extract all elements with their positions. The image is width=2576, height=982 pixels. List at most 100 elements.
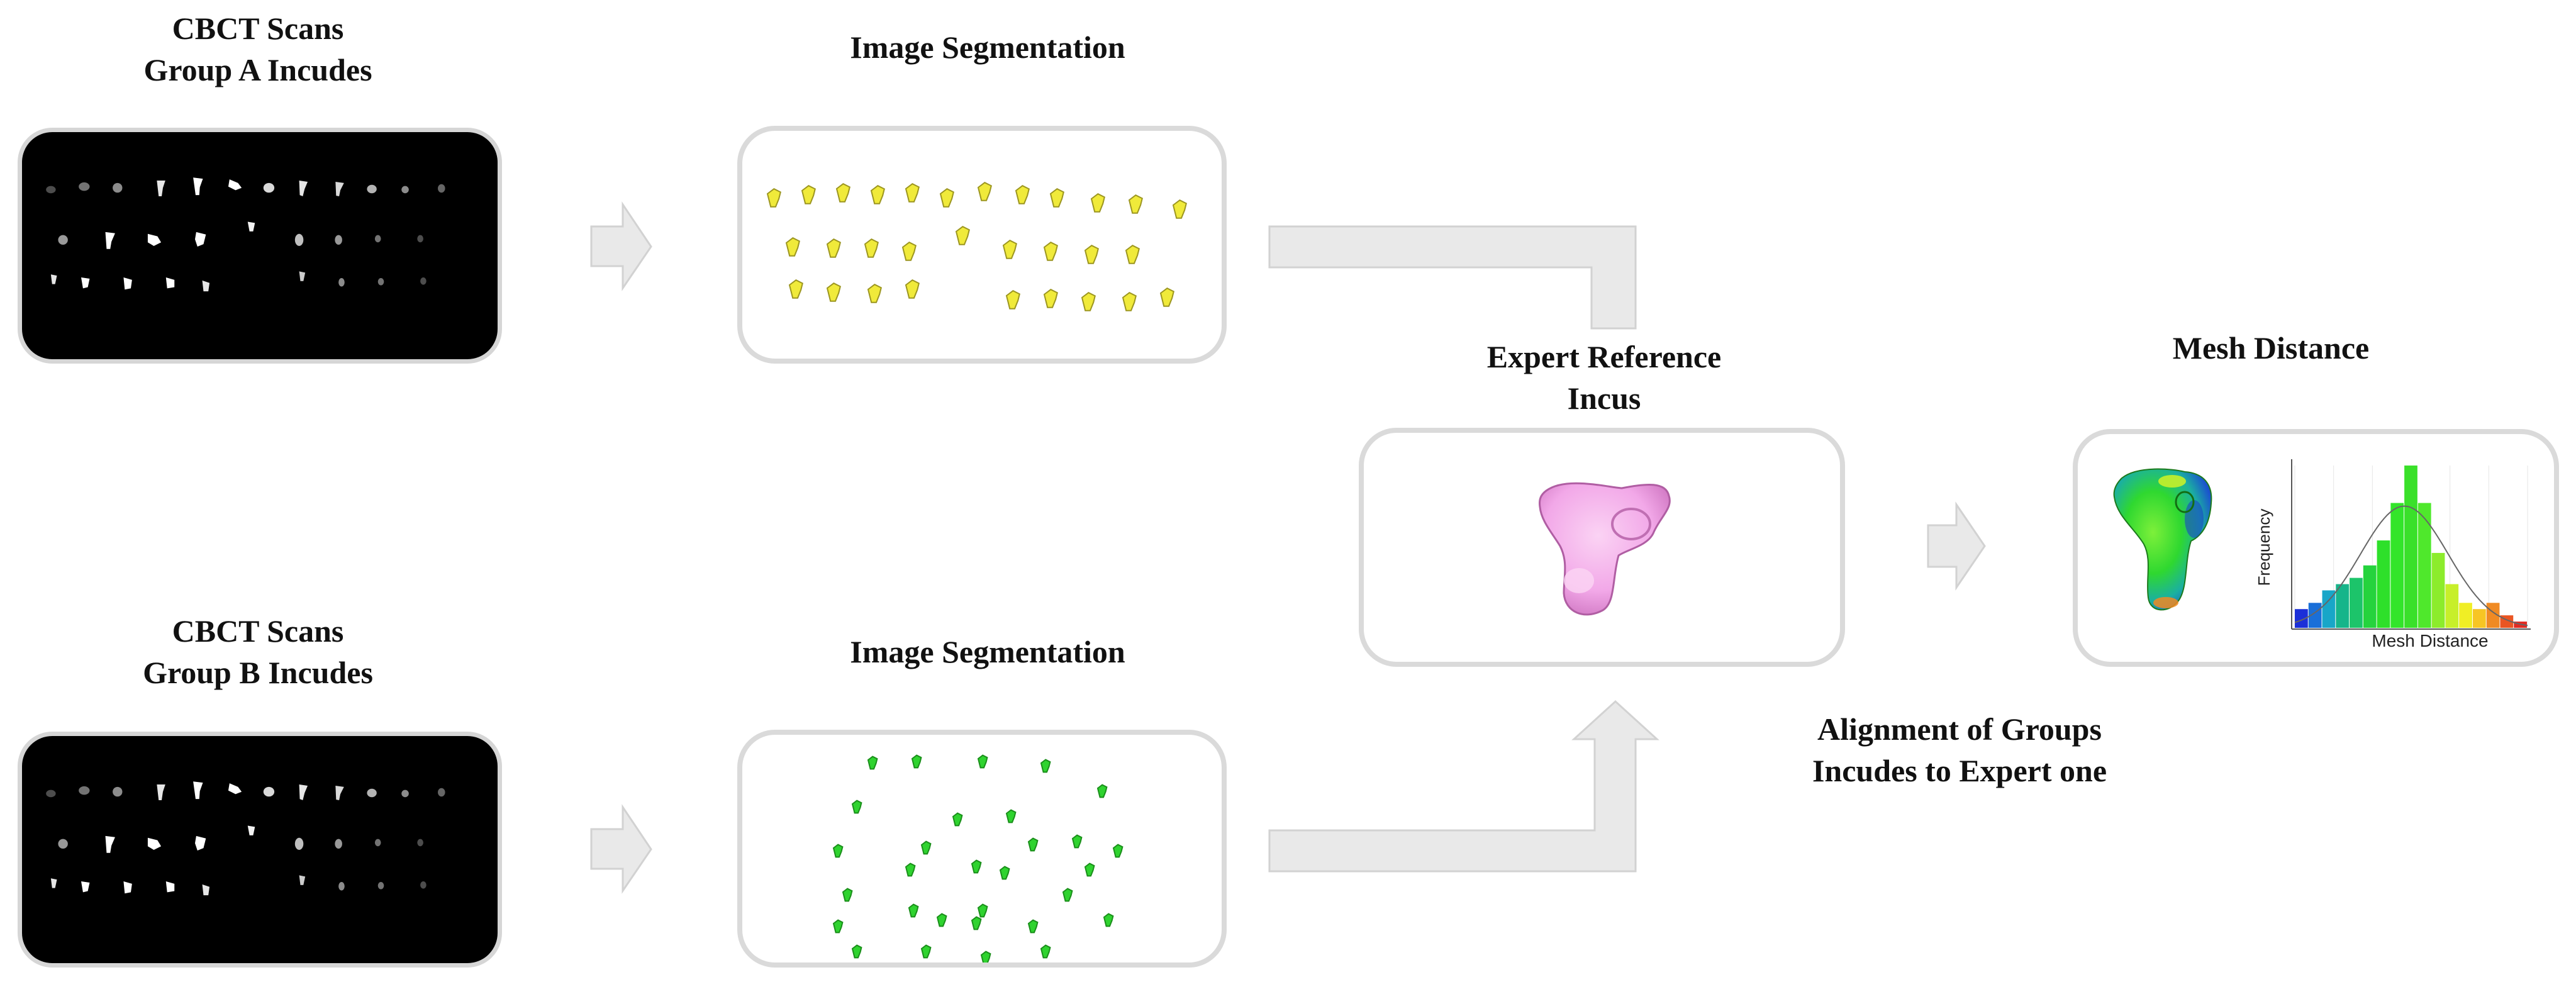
segmented-incus bbox=[1172, 199, 1187, 219]
segmented-incus bbox=[977, 754, 988, 769]
histogram-bar bbox=[2459, 603, 2472, 628]
alignment-caption-line1: Alignment of Groups bbox=[1817, 711, 2102, 747]
histogram-bar bbox=[2322, 590, 2336, 628]
segmented-incus bbox=[864, 238, 879, 258]
histogram-bar bbox=[2377, 540, 2390, 628]
segmented-incus bbox=[905, 279, 920, 299]
arrow-scan-a-to-seg-a bbox=[590, 201, 652, 291]
histogram-bar bbox=[2431, 552, 2445, 628]
group-a-segmented-incudes bbox=[766, 182, 1187, 311]
segmented-incus bbox=[1128, 194, 1143, 214]
reference-title-line2: Incus bbox=[1567, 381, 1641, 416]
group-b-segmentation-panel bbox=[737, 730, 1227, 968]
segmented-incus bbox=[999, 866, 1010, 880]
segmented-incus bbox=[835, 183, 850, 203]
histogram-bar bbox=[2336, 584, 2350, 628]
group-a-segmentation-title: Image Segmentation bbox=[850, 30, 1125, 65]
segmented-incus bbox=[901, 242, 917, 261]
mesh-distance-histogram: Frequency Mesh Distance bbox=[2255, 459, 2531, 650]
segmented-incus bbox=[1005, 809, 1017, 823]
mesh-title: Mesh Distance bbox=[2172, 330, 2370, 365]
segmented-incus bbox=[977, 182, 992, 201]
group-b-segmentation-title: Image Segmentation bbox=[850, 634, 1125, 669]
histogram-ylabel: Frequency bbox=[2255, 509, 2273, 586]
alignment-caption: Alignment of Groups Incudes to Expert on… bbox=[1755, 708, 2164, 791]
histogram-bar bbox=[2472, 609, 2486, 628]
group-a-title-line1: CBCT Scans bbox=[172, 11, 344, 46]
segmented-incus bbox=[842, 888, 853, 902]
segmented-incus bbox=[1159, 287, 1174, 307]
segmented-incus bbox=[971, 916, 982, 930]
segmented-incus bbox=[870, 185, 885, 204]
segmented-incus bbox=[832, 919, 844, 934]
segmented-incus bbox=[785, 237, 800, 257]
histogram-bar bbox=[2363, 565, 2377, 628]
segmented-incus bbox=[1096, 784, 1108, 798]
reference-panel bbox=[1359, 428, 1845, 667]
segmented-incus bbox=[1049, 188, 1064, 208]
segmented-incus bbox=[801, 185, 816, 204]
segmented-incus bbox=[971, 859, 982, 874]
segmented-incus bbox=[1040, 944, 1051, 959]
segmented-incus bbox=[1112, 844, 1124, 858]
segmented-incus bbox=[908, 903, 919, 918]
segmented-incus bbox=[920, 840, 932, 855]
segmented-incus bbox=[788, 279, 803, 299]
segmented-incus bbox=[1002, 240, 1017, 259]
segmented-incus bbox=[936, 913, 947, 927]
histogram-bar bbox=[2445, 584, 2459, 628]
segmented-incus bbox=[1071, 834, 1083, 849]
reference-title-line1: Expert Reference bbox=[1486, 339, 1722, 374]
group-b-title-line2: Group B Incudes bbox=[143, 655, 373, 690]
group-a-segmentation-panel bbox=[737, 126, 1227, 364]
mesh-panel: Frequency Mesh Distance bbox=[2073, 429, 2559, 667]
alignment-caption-line2: Incudes to Expert one bbox=[1812, 753, 2107, 788]
segmented-incus bbox=[939, 188, 954, 208]
segmented-incus bbox=[1062, 888, 1073, 902]
segmented-incus bbox=[826, 282, 841, 302]
segmented-incus bbox=[1090, 193, 1105, 213]
arrow-align-to-mesh bbox=[1927, 501, 1986, 591]
arrow-seg-b-to-reference bbox=[1268, 700, 1659, 873]
histogram-bar bbox=[2350, 577, 2363, 628]
arrow-seg-a-to-reference bbox=[1268, 225, 1637, 330]
segmented-incus bbox=[1103, 913, 1114, 927]
segmented-incus bbox=[851, 800, 862, 814]
histogram-bar bbox=[2390, 503, 2404, 628]
arrow-scan-b-to-seg-b bbox=[590, 804, 652, 894]
segmented-incus bbox=[1081, 292, 1096, 311]
segmented-incus bbox=[977, 903, 988, 918]
histogram-xlabel: Mesh Distance bbox=[2372, 631, 2488, 650]
mesh-distance-figure: Frequency Mesh Distance bbox=[2113, 459, 2531, 650]
segmented-incus bbox=[1027, 919, 1039, 934]
reference-incus-model bbox=[1539, 482, 1671, 616]
reference-incus-shape bbox=[1539, 482, 1671, 616]
segmented-incus bbox=[1040, 759, 1051, 773]
segmented-incus bbox=[920, 944, 932, 959]
histogram-bar bbox=[2308, 603, 2322, 628]
group-a-title-line2: Group A Incudes bbox=[143, 52, 372, 87]
group-b-segmented-incudes bbox=[832, 754, 1124, 962]
group-a-cbct-scan-image bbox=[18, 128, 502, 364]
segmented-incus bbox=[766, 188, 781, 208]
group-a-title: CBCT Scans Group A Incudes bbox=[98, 8, 418, 91]
segmented-incus bbox=[1043, 242, 1058, 261]
group-b-scan-thumbnails bbox=[46, 781, 445, 896]
histogram-bar bbox=[2295, 609, 2308, 628]
segmented-incus bbox=[955, 226, 970, 245]
group-b-title: CBCT Scans Group B Incudes bbox=[98, 610, 418, 693]
segmented-incus bbox=[826, 238, 841, 258]
histogram-bar bbox=[2404, 466, 2417, 628]
segmented-incus bbox=[867, 284, 882, 303]
segmented-incus bbox=[1125, 245, 1140, 264]
segmented-incus bbox=[1084, 862, 1095, 877]
group-b-title-line1: CBCT Scans bbox=[172, 613, 344, 649]
segmented-incus bbox=[980, 951, 991, 962]
segmented-incus bbox=[1005, 290, 1020, 310]
histogram-bar bbox=[2417, 503, 2431, 628]
histogram-fit-curve bbox=[2294, 505, 2528, 627]
segmented-incus bbox=[851, 944, 862, 959]
segmented-incus bbox=[905, 862, 916, 877]
segmented-incus bbox=[867, 756, 878, 770]
segmented-incus bbox=[1027, 837, 1039, 852]
